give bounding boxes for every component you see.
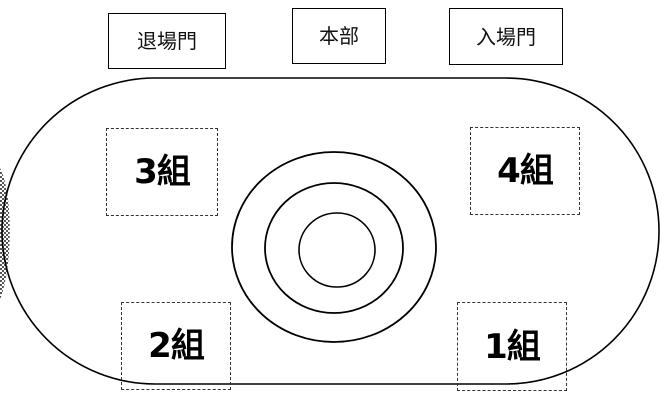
exit-gate-label: 退場門 <box>137 29 197 53</box>
group-3-label: 3組 <box>134 152 191 192</box>
group-4-area: 4組 <box>470 127 580 215</box>
group-3-area: 3組 <box>106 128 218 216</box>
headquarters-label: 本部 <box>319 24 359 48</box>
center-circle-middle <box>264 182 404 314</box>
exit-gate-box: 退場門 <box>108 13 226 69</box>
outer-track <box>1 77 660 385</box>
entry-gate-label: 入場門 <box>476 24 536 49</box>
center-circle-outer <box>231 151 437 343</box>
group-2-label: 2組 <box>148 326 205 366</box>
group-2-area: 2組 <box>121 302 231 390</box>
group-4-label: 4組 <box>497 151 554 191</box>
headquarters-box: 本部 <box>292 8 386 64</box>
center-circle-inner <box>298 212 376 288</box>
group-1-area: 1組 <box>457 302 567 391</box>
group-1-label: 1組 <box>484 326 541 367</box>
entry-gate-box: 入場門 <box>449 8 563 65</box>
stippled-edge-shape <box>0 168 10 300</box>
